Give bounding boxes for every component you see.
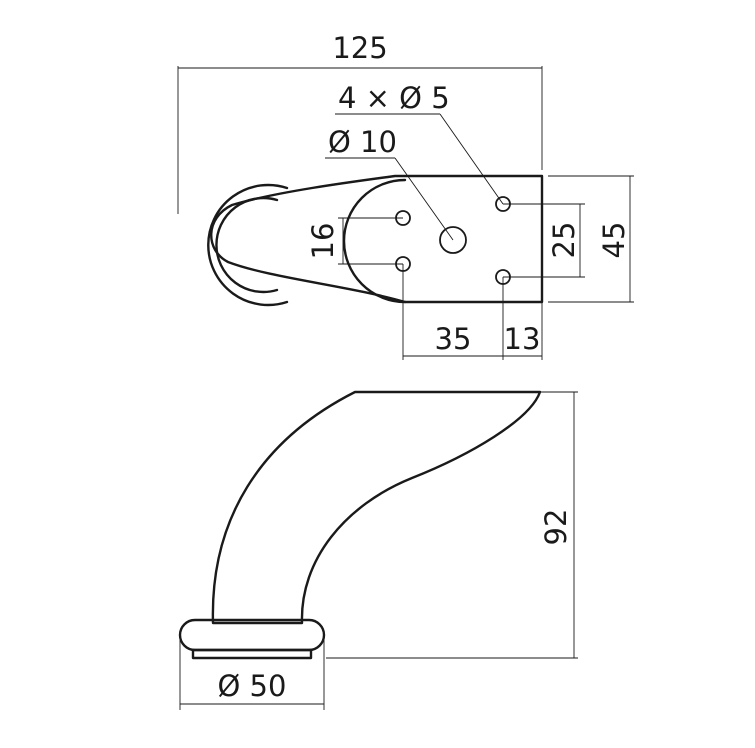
- callout-center-hole-label: Ø 10: [328, 125, 397, 159]
- foot-pad-base: [191, 648, 313, 660]
- dimension-base-diameter: Ø 50: [179, 636, 325, 710]
- callout-center-hole: Ø 10: [325, 125, 454, 241]
- dimension-plate-height: 45: [548, 175, 634, 303]
- dimension-right-hole-spacing-label: 25: [547, 222, 581, 259]
- dimension-overall-length: 125: [177, 31, 543, 214]
- dimension-height: 92: [326, 391, 578, 659]
- top-view: [207, 174, 544, 307]
- dimension-base-diameter-label: Ø 50: [218, 669, 287, 703]
- mounting-flange: [342, 178, 407, 304]
- foot-pad: [178, 618, 326, 652]
- base-disc-outer: [207, 183, 289, 307]
- leg-body-outline: [211, 390, 542, 625]
- base-disc-inner: [215, 196, 279, 294]
- leg-arm-outline: [210, 174, 544, 304]
- callout-holes: 4 × Ø 5: [335, 81, 504, 205]
- side-view: [178, 390, 542, 660]
- dimension-left-hole-spacing: 16: [306, 217, 403, 265]
- dimension-height-label: 92: [539, 509, 573, 546]
- dimension-edge-offset-label: 13: [504, 322, 541, 356]
- dimension-hole-offset-label: 35: [435, 322, 472, 356]
- dimension-overall-length-label: 125: [332, 31, 387, 65]
- dimension-plate-height-label: 45: [597, 222, 631, 259]
- callout-holes-label: 4 × Ø 5: [338, 81, 450, 115]
- dimension-right-hole-spacing: 25: [503, 203, 585, 278]
- dimension-left-hole-spacing-label: 16: [306, 223, 340, 260]
- dimension-horizontal-offsets: 35 13: [402, 264, 543, 360]
